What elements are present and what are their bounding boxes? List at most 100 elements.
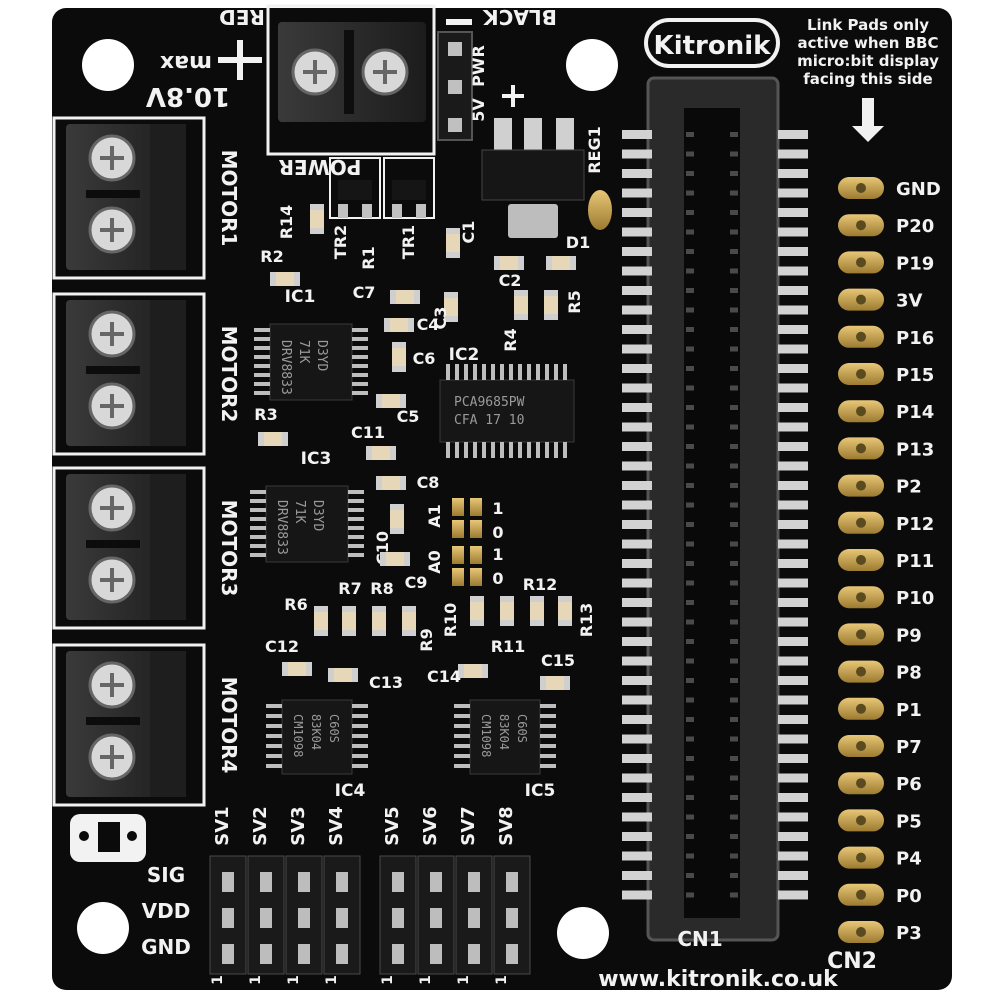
part-label: R11 xyxy=(491,637,526,656)
link-pad-label: P16 xyxy=(896,328,934,349)
link-pad-label: P2 xyxy=(896,477,922,498)
header-pin[interactable] xyxy=(260,908,272,928)
ic1-chip: DRV8833 71K D3YD xyxy=(269,323,353,401)
voltage-label: 10.8V xyxy=(146,81,230,111)
header-pin[interactable] xyxy=(222,944,234,964)
link-pad[interactable] xyxy=(838,363,884,385)
servo-row-label: VDD xyxy=(142,899,191,923)
pin-one-marker: 1 xyxy=(380,975,396,985)
part-label: R6 xyxy=(284,595,307,614)
link-pad-label: P20 xyxy=(896,216,934,237)
servo-header[interactable] xyxy=(323,855,361,975)
note-line: micro:bit display xyxy=(797,52,939,70)
header-pin[interactable] xyxy=(336,872,348,892)
link-pad[interactable] xyxy=(838,474,884,497)
connector-pin xyxy=(622,364,652,373)
link-pad[interactable] xyxy=(838,660,884,683)
header-pin[interactable] xyxy=(260,944,272,964)
part-label: C2 xyxy=(499,271,522,290)
smd-component xyxy=(494,256,524,270)
smd-component xyxy=(540,676,570,690)
header-pin[interactable] xyxy=(260,872,272,892)
header-pin[interactable] xyxy=(392,944,404,964)
header-pin[interactable] xyxy=(430,944,442,964)
edge-connector-slot[interactable] xyxy=(646,76,780,942)
voltage-regulator xyxy=(481,118,585,238)
chip-marking: CM1098 xyxy=(291,714,305,757)
connector-pin xyxy=(778,617,808,627)
connector-pin xyxy=(622,734,652,744)
header-pin[interactable] xyxy=(430,872,442,892)
link-pad-label: P12 xyxy=(896,514,934,535)
part-label: R14 xyxy=(277,205,296,240)
connector-pin xyxy=(622,559,652,568)
link-pad[interactable] xyxy=(838,809,884,832)
servo-header[interactable] xyxy=(379,855,417,975)
link-pad[interactable] xyxy=(838,511,884,534)
link-pad[interactable] xyxy=(838,288,884,311)
pwr-header[interactable] xyxy=(437,31,473,141)
connector-pin xyxy=(778,851,808,861)
connector-pin xyxy=(778,715,808,724)
header-pin[interactable] xyxy=(336,944,348,964)
header-pin[interactable] xyxy=(468,944,480,964)
header-pin[interactable] xyxy=(298,908,310,928)
servo-header[interactable] xyxy=(417,855,455,975)
address-jumpers[interactable] xyxy=(452,498,482,586)
header-pin[interactable] xyxy=(392,872,404,892)
header-pin[interactable] xyxy=(506,944,518,964)
connector-pin xyxy=(622,520,652,529)
motor-terminal[interactable] xyxy=(52,116,206,280)
mounting-hole xyxy=(82,39,134,91)
motor-terminal[interactable] xyxy=(52,292,206,456)
connector-pin xyxy=(622,266,652,276)
header-pin[interactable] xyxy=(336,908,348,928)
servo-header[interactable] xyxy=(455,855,493,975)
link-pad[interactable] xyxy=(838,735,884,757)
ic5-chip: CM1098 83K04 C60S xyxy=(469,699,541,775)
connector-pin xyxy=(622,208,652,217)
header-pin[interactable] xyxy=(506,908,518,928)
link-pad[interactable] xyxy=(838,846,884,869)
connector-pin xyxy=(778,520,808,529)
header-pin[interactable] xyxy=(468,872,480,892)
link-pad[interactable] xyxy=(838,325,884,348)
smd-component xyxy=(372,606,386,636)
link-pad[interactable] xyxy=(838,549,884,571)
part-label: R8 xyxy=(370,579,393,598)
part-label: C5 xyxy=(397,407,420,426)
link-pad[interactable] xyxy=(838,772,884,795)
header-pin[interactable] xyxy=(222,908,234,928)
link-pad[interactable] xyxy=(838,921,884,943)
servo-header[interactable] xyxy=(209,855,247,975)
servo-label: SV6 xyxy=(420,806,441,845)
servo-header[interactable] xyxy=(285,855,323,975)
connector-pin xyxy=(622,578,652,588)
header-pin[interactable] xyxy=(298,872,310,892)
max-label: max xyxy=(160,50,212,75)
part-label: C13 xyxy=(369,673,403,692)
header-pin[interactable] xyxy=(298,944,310,964)
link-pad[interactable] xyxy=(838,214,884,237)
header-pin[interactable] xyxy=(468,908,480,928)
motor-terminal[interactable] xyxy=(52,643,206,807)
link-pad-label: P9 xyxy=(896,625,922,646)
header-pin[interactable] xyxy=(392,908,404,928)
header-pin[interactable] xyxy=(506,872,518,892)
link-pad[interactable] xyxy=(838,177,884,199)
header-pin[interactable] xyxy=(222,872,234,892)
test-pad xyxy=(588,190,612,230)
servo-header[interactable] xyxy=(247,855,285,975)
link-pad[interactable] xyxy=(838,251,884,274)
header-pin[interactable] xyxy=(430,908,442,928)
link-pad[interactable] xyxy=(838,697,884,720)
link-pad[interactable] xyxy=(838,400,884,423)
link-pad[interactable] xyxy=(838,623,884,646)
connector-pin xyxy=(778,325,808,334)
motor-terminal[interactable] xyxy=(52,466,206,630)
link-pad[interactable] xyxy=(838,437,884,460)
servo-header[interactable] xyxy=(493,855,531,975)
link-pad[interactable] xyxy=(838,883,884,906)
connector-pin xyxy=(622,403,652,412)
link-pad[interactable] xyxy=(838,586,884,609)
